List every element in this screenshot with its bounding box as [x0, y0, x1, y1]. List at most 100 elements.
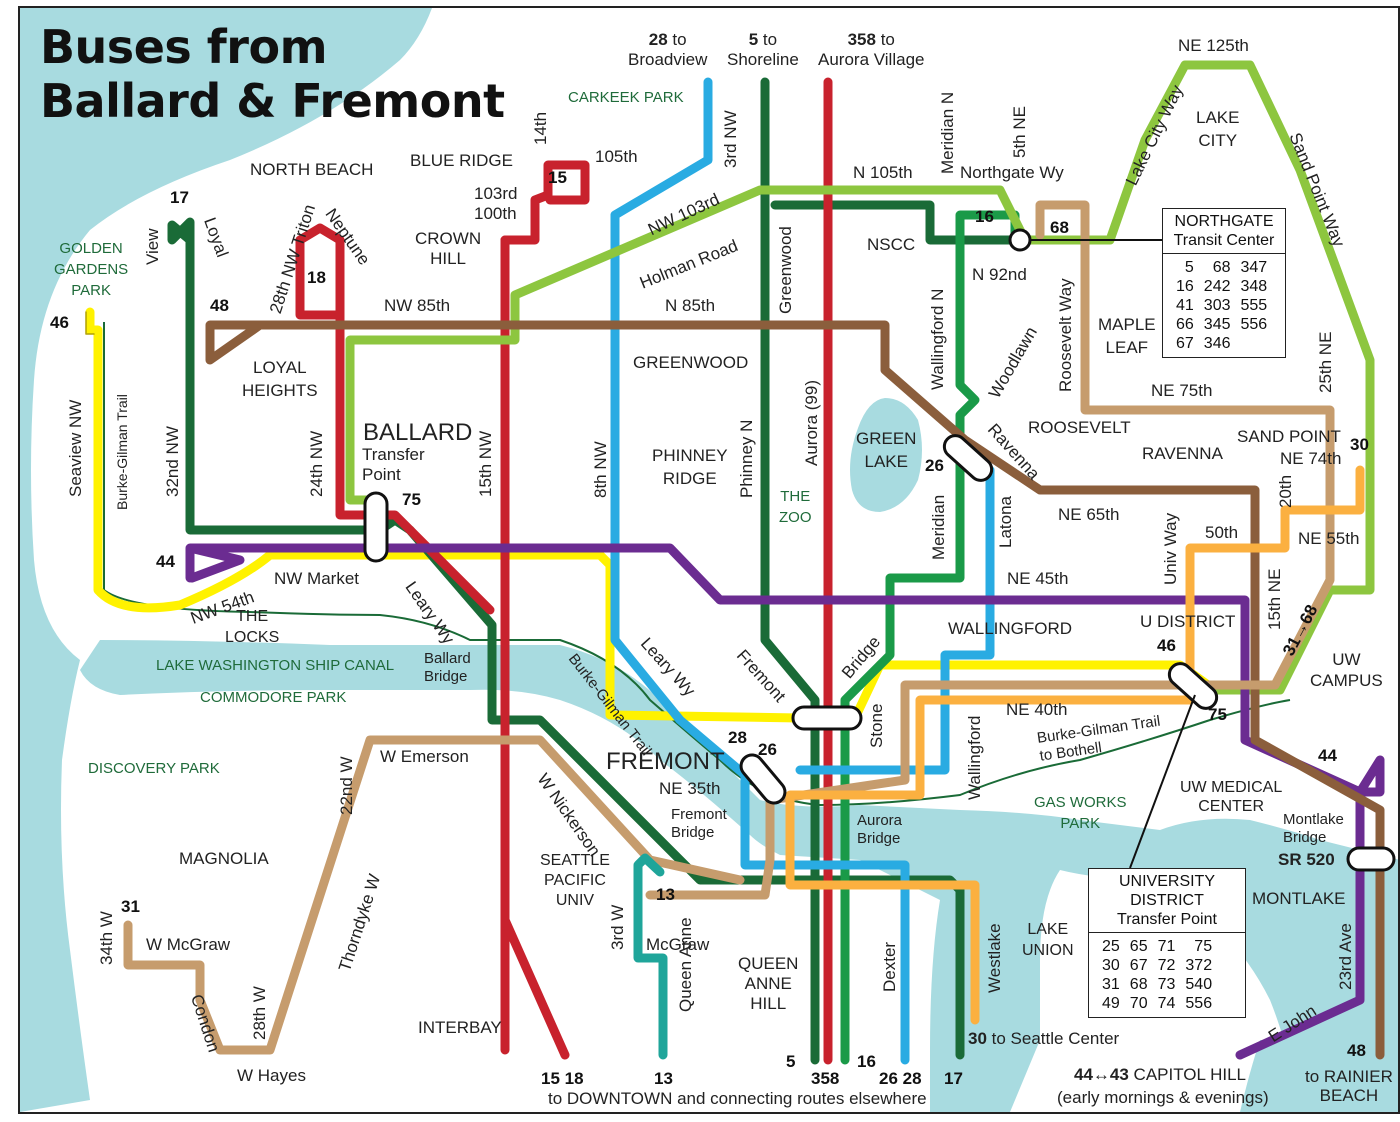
- area-line: UW: [1332, 650, 1361, 669]
- fremont-transfer[interactable]: [791, 705, 863, 731]
- dest-name: to Seattle Center: [986, 1029, 1120, 1048]
- area-line: ANNE: [744, 974, 792, 993]
- legend-route-num: 72: [1157, 957, 1176, 974]
- route-num-44: 44: [156, 552, 175, 571]
- street-20th: 20th: [1276, 474, 1295, 508]
- dest-name: Aurora Village: [818, 50, 925, 69]
- street-ne-74th: NE 74th: [1280, 449, 1342, 468]
- street-bgt: Burke-Gilman Trail: [114, 394, 130, 510]
- street-mcgraw: McGraw: [646, 935, 710, 954]
- area-line: Point: [362, 465, 401, 484]
- title-line1: Buses from: [40, 20, 328, 74]
- route-num: 30: [968, 1029, 987, 1048]
- street-line: Aurora: [857, 812, 903, 829]
- legend-route-num: 348: [1240, 278, 1268, 295]
- street-105th: 105th: [595, 147, 638, 166]
- legend-route-num: 242: [1203, 278, 1231, 295]
- area-line: LAKE: [864, 452, 908, 471]
- area-interbay: INTERBAY: [418, 1018, 502, 1037]
- street-dexter: Dexter: [880, 941, 899, 992]
- dest-to: to: [758, 30, 778, 49]
- area-loyal-heights: LOYAL HEIGHTS: [242, 356, 318, 402]
- sr520-transfer[interactable]: [1346, 846, 1396, 872]
- to-capitol-hill: 44↔43 CAPITOL HILL: [1074, 1065, 1246, 1085]
- street-meridian-n: Meridian N: [938, 91, 957, 174]
- route-num: 28: [648, 30, 668, 49]
- portage-bay: [1240, 1040, 1300, 1112]
- route-num-46-udistrict: 46: [1157, 636, 1176, 655]
- route-75: [345, 60, 1375, 695]
- street-ne-75th: NE 75th: [1151, 381, 1213, 400]
- fremont-transfer-2[interactable]: [737, 750, 790, 807]
- legend-route-num: 65: [1129, 938, 1148, 955]
- dest-line: to RAINIER: [1305, 1067, 1393, 1086]
- dest-name: Shoreline: [727, 50, 799, 69]
- street-15th-ne: 15th NE: [1265, 568, 1284, 630]
- route-num-31: 31: [121, 897, 140, 916]
- area-line: CAMPUS: [1310, 671, 1383, 690]
- route-48: [205, 320, 1385, 1060]
- street-latona: Latona: [996, 496, 1015, 548]
- street-14th: 14th: [531, 111, 550, 145]
- area-montlake: MONTLAKE: [1252, 889, 1346, 908]
- map-title: Buses from Ballard & Fremont: [40, 20, 505, 128]
- transfer-points: [363, 228, 1396, 872]
- area-line: HEIGHTS: [242, 381, 318, 400]
- area-line: HILL: [430, 249, 467, 268]
- udistrict-transfer[interactable]: [1165, 659, 1221, 713]
- bottom-5: 5: [786, 1052, 796, 1071]
- street-34th-w: 34th W: [97, 911, 116, 965]
- route-num-15: 15: [548, 168, 567, 187]
- street-line: 103rd: [474, 184, 518, 203]
- route-num: 5: [748, 30, 759, 49]
- legend-route-num: 347: [1240, 259, 1268, 276]
- legend-title-line: Transit Center: [1173, 232, 1275, 249]
- area-discovery-park: DISCOVERY PARK: [88, 760, 220, 777]
- ballard-transfer[interactable]: [363, 491, 389, 563]
- legend-title-line: UNIVERSITY DISTRICT: [1118, 873, 1215, 909]
- green-lake-transfer[interactable]: [940, 431, 996, 485]
- legend-route-num: 346: [1203, 335, 1231, 352]
- bottom-358: 358: [811, 1069, 840, 1088]
- street-univ-way: Univ Way: [1161, 512, 1180, 585]
- area-commodore-park: COMMODORE PARK: [200, 689, 347, 706]
- legend-route-num: 16: [1176, 278, 1194, 295]
- area-blue-ridge: BLUE RIDGE: [410, 151, 513, 170]
- route-num: 44↔43: [1074, 1065, 1129, 1084]
- area-line: THE: [780, 488, 811, 505]
- route-30: [785, 465, 1365, 1025]
- street-phinney-n: Phinney N: [737, 419, 756, 498]
- street-northgate: Northgate Wy: [960, 163, 1064, 182]
- legend-route-num: 71: [1157, 938, 1176, 955]
- dest-line: BEACH: [1319, 1086, 1379, 1105]
- street-seaview: Seaview NW: [66, 399, 85, 497]
- area-magnolia: MAGNOLIA: [179, 849, 269, 868]
- legend-route-num: 67: [1129, 957, 1148, 974]
- area-nscc: NSCC: [867, 235, 916, 254]
- route-15-main: [500, 235, 570, 1060]
- street-n-92nd: N 92nd: [972, 265, 1027, 284]
- street-ne-65th: NE 65th: [1058, 505, 1120, 524]
- street-50th: 50th: [1205, 523, 1239, 542]
- route-num-75: 75: [402, 490, 421, 509]
- area-fremont: FREMONT: [606, 748, 725, 775]
- area-carkeek: CARKEEK PARK: [568, 89, 684, 106]
- area-sand-point: SAND POINT: [1237, 427, 1341, 446]
- legend-route-num: 68: [1212, 259, 1231, 276]
- area-line: GAS WORKS: [1034, 794, 1127, 811]
- area-ballard: BALLARD: [363, 419, 473, 446]
- northgate-tc[interactable]: [1008, 228, 1032, 252]
- area-line: LOYAL: [253, 358, 307, 377]
- route-num-44-uw: 44: [1318, 746, 1337, 765]
- area-line: LEAF: [1105, 338, 1149, 357]
